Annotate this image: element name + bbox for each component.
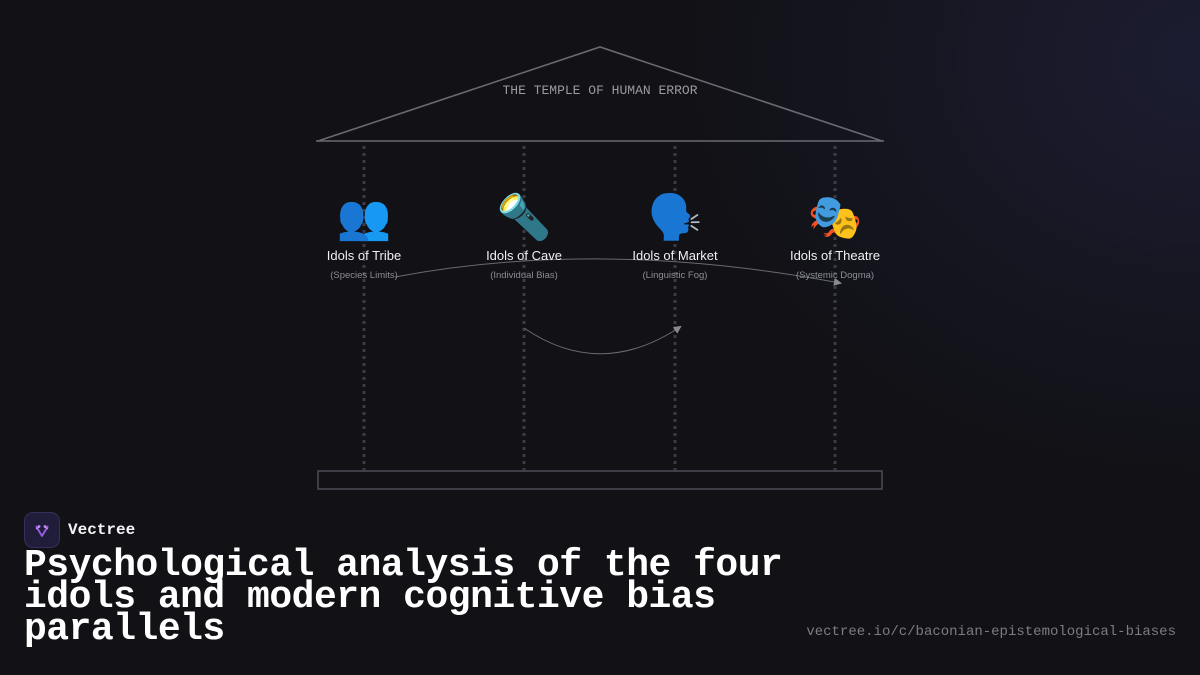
idol-market-subtitle: (Linguistic Fog) bbox=[642, 270, 708, 281]
connector-curve-lower bbox=[523, 325, 682, 355]
idol-cave-name: Idols of Cave bbox=[486, 248, 562, 263]
idol-cave: 🔦 Idols of Cave (Individual Bias) bbox=[444, 192, 604, 281]
idol-tribe: 👥 Idols of Tribe (Species Limits) bbox=[284, 192, 444, 281]
connector-curve-upper bbox=[394, 258, 842, 286]
idol-market-name: Idols of Market bbox=[632, 248, 718, 263]
temple-title: THE TEMPLE OF HUMAN ERROR bbox=[502, 83, 697, 98]
source-url[interactable]: vectree.io/c/baconian-epistemological-bi… bbox=[806, 624, 1176, 640]
idol-tribe-subtitle: (Species Limits) bbox=[330, 270, 398, 281]
flashlight-icon: 🔦 bbox=[496, 192, 552, 243]
vectree-logo-mark bbox=[35, 525, 49, 537]
theater-masks-icon: 🎭 bbox=[807, 192, 863, 243]
idol-cave-subtitle: (Individual Bias) bbox=[490, 270, 558, 281]
people-icon: 👥 bbox=[336, 192, 392, 243]
idol-theatre-name: Idols of Theatre bbox=[789, 248, 881, 263]
idol-theatre: 🎭 Idols of Theatre (Systemic Dogma) bbox=[755, 192, 915, 281]
brand-name: Vectree bbox=[68, 521, 136, 539]
page-headline: Psychological analysis of the four idols… bbox=[24, 544, 783, 651]
idol-tribe-name: Idols of Tribe bbox=[326, 248, 402, 263]
brand: Vectree bbox=[24, 512, 135, 548]
temple-base bbox=[317, 470, 883, 490]
idol-market: 🗣️ Idols of Market (Linguistic Fog) bbox=[595, 192, 755, 281]
vectree-logo-icon bbox=[24, 512, 60, 548]
speaking-head-icon: 🗣️ bbox=[647, 192, 703, 243]
idol-theatre-subtitle: (Systemic Dogma) bbox=[795, 270, 875, 281]
temple-roof bbox=[317, 46, 883, 142]
